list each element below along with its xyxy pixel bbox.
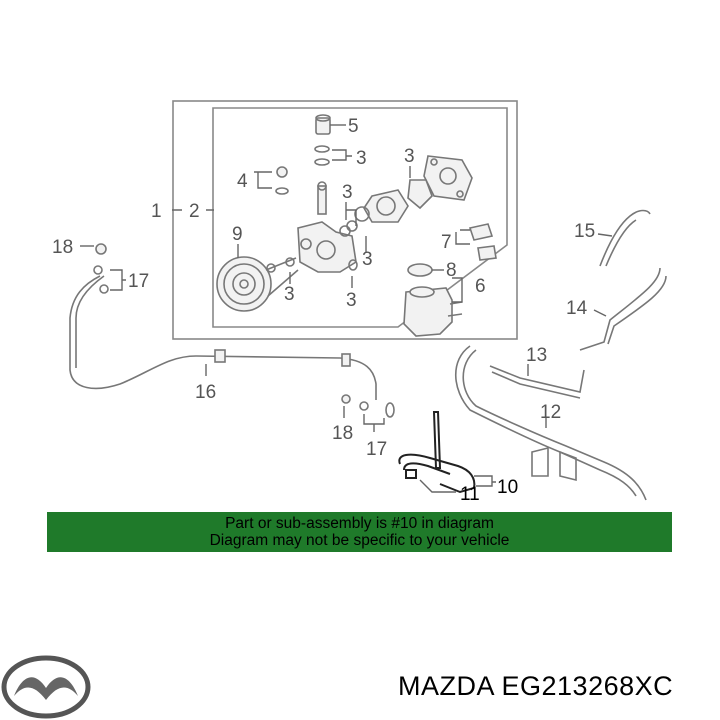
- callout-15: 15: [574, 221, 595, 242]
- callout-11: 11: [460, 484, 480, 505]
- hose-15: [599, 209, 651, 267]
- callout-3: 3: [356, 148, 367, 169]
- banner-line-1: Part or sub-assembly is #10 in diagram: [225, 515, 494, 532]
- callout-8: 8: [446, 260, 457, 281]
- part-number-label: MAZDA EG213268XC: [398, 671, 674, 701]
- pressure-hose-16: [69, 275, 377, 400]
- rear-housing: [407, 155, 473, 210]
- banner-line-2: Diagram may not be specific to your vehi…: [209, 532, 510, 549]
- callout-4: 4: [237, 171, 248, 192]
- callout-6: 6: [475, 276, 486, 297]
- callout-3: 3: [284, 284, 295, 305]
- callout-14: 14: [566, 298, 588, 319]
- mazda-logo-icon: [1, 655, 91, 719]
- outer-assembly-box: [172, 100, 518, 340]
- callout-1: 1: [151, 201, 162, 222]
- pump-body: [297, 221, 357, 273]
- callout-7: 7: [441, 232, 452, 253]
- callout-9: 9: [232, 224, 243, 245]
- return-line-12: [454, 345, 637, 497]
- reservoir: [403, 286, 463, 337]
- info-banner: Part or sub-assembly is #10 in diagram D…: [47, 512, 672, 552]
- callout-10: 10: [497, 477, 518, 498]
- callout-18: 18: [52, 237, 73, 258]
- callout-16: 16: [195, 382, 216, 403]
- cam-ring: [346, 189, 409, 232]
- seals: [275, 114, 358, 271]
- callout-2: 2: [189, 201, 200, 222]
- callout-3: 3: [342, 182, 353, 203]
- tube-14: [579, 267, 661, 351]
- inner-assembly-box: [212, 107, 508, 328]
- callout-12: 12: [540, 402, 561, 423]
- callout-3: 3: [404, 146, 415, 167]
- callout-5: 5: [348, 116, 359, 137]
- part-10-return-pipe: [398, 411, 476, 494]
- cooler: [531, 446, 577, 482]
- callout-3: 3: [362, 249, 373, 270]
- callout-18: 18: [332, 423, 353, 444]
- hose-13: [489, 365, 585, 393]
- callout-17: 17: [366, 439, 387, 460]
- callout-17: 17: [128, 271, 149, 292]
- pulley: [216, 256, 299, 312]
- callout-13: 13: [526, 345, 547, 366]
- bracket: [407, 223, 497, 277]
- callout-3: 3: [346, 290, 357, 311]
